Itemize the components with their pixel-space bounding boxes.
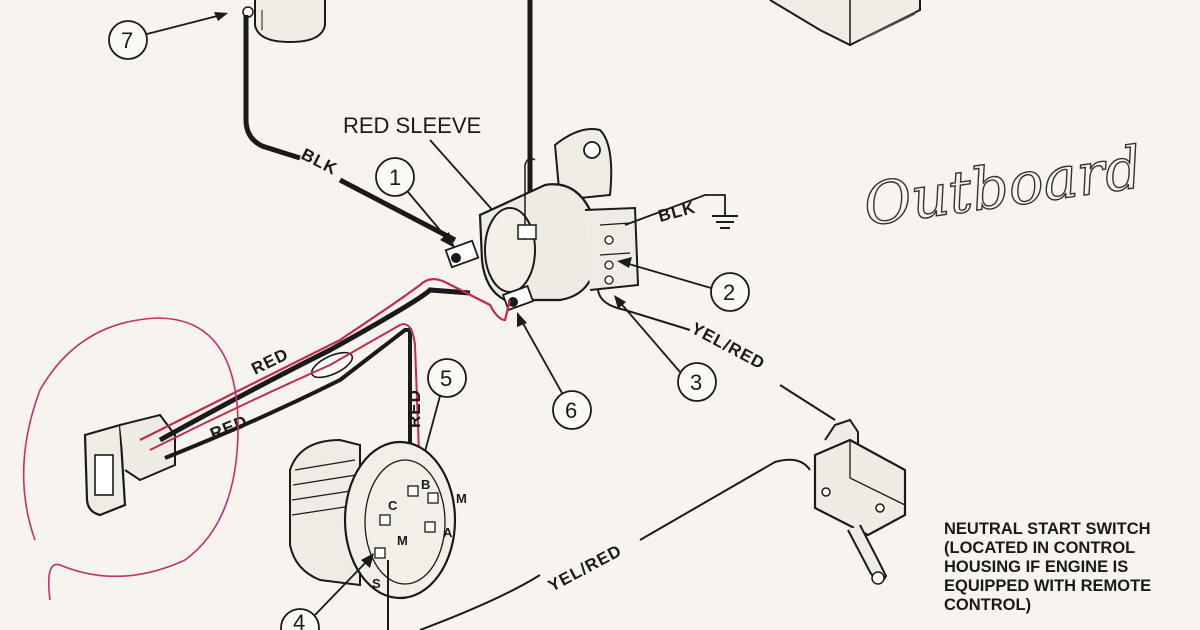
red-vertical-label: RED [405, 389, 424, 428]
red-sleeve-label: RED SLEEVE [343, 113, 481, 138]
annotation-circle [22, 317, 239, 601]
callout-1-num: 1 [389, 165, 401, 190]
callout-2: 2 [617, 257, 750, 312]
blk-main-label: BLK [298, 145, 340, 179]
callout-5-num: 5 [440, 366, 452, 391]
ignition-switch: B C M A M S [289, 438, 467, 630]
harness-connector [83, 413, 176, 517]
terminal-m-bottom: M [397, 533, 408, 548]
blk-ground-label: BLK [656, 198, 698, 226]
callout-7-num: 7 [121, 28, 133, 53]
callout-6: 6 [517, 312, 592, 430]
neutral-switch-note: NEUTRAL START SWITCH (LOCATED IN CONTROL… [944, 520, 1152, 614]
callout-3: 3 [614, 295, 717, 402]
yel-red-lower-wire: YEL/RED [419, 458, 811, 630]
terminal-b: B [421, 477, 430, 492]
yel-red-lower-label: YEL/RED [545, 541, 625, 596]
top-box [769, 0, 921, 47]
callout-2-num: 2 [723, 280, 735, 305]
terminal-m-top: M [456, 491, 467, 506]
neutral-start-switch [813, 418, 907, 585]
blk-ground: BLK [624, 194, 738, 229]
handwritten-note: Outboard [860, 133, 1146, 239]
callout-7: 7 [108, 12, 228, 60]
terminal-6 [501, 284, 535, 312]
terminal-s: S [372, 576, 381, 591]
callout-6-num: 6 [565, 398, 577, 423]
callout-3-num: 3 [690, 370, 702, 395]
callout-1: 1 [375, 157, 455, 248]
yel-red-upper-wire: YEL/RED [597, 289, 836, 421]
callout-4: 4 [280, 553, 374, 630]
starter-solenoid [444, 128, 640, 312]
callout-4-num: 4 [293, 610, 305, 630]
top-relay [242, 0, 326, 44]
terminal-c: C [388, 498, 398, 513]
red-lower-label: RED [207, 412, 250, 444]
terminal-a: A [443, 525, 453, 540]
